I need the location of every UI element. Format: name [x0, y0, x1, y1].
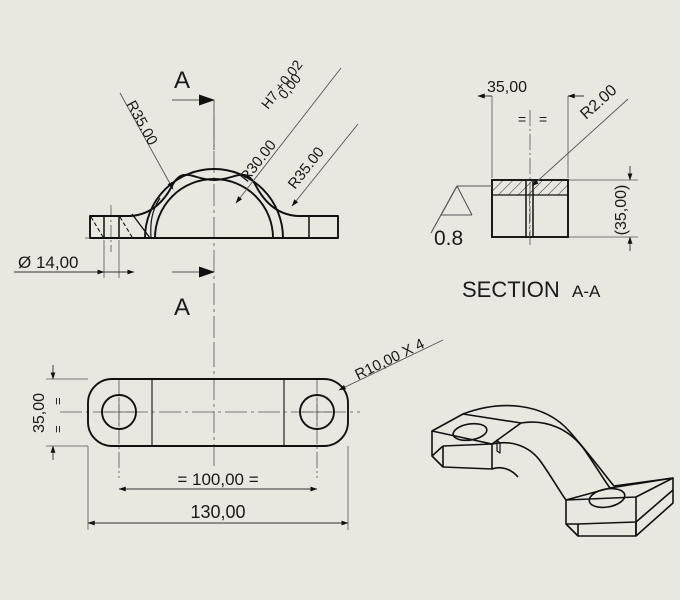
front-view-left-foot-hidden [90, 216, 133, 238]
dim-top-pitch: = 100,00 = [118, 470, 318, 492]
top-view-hole-right [299, 394, 335, 430]
dim-top-length-label: 130,00 [190, 502, 245, 522]
symmetry-mark-right: = [539, 111, 547, 127]
isometric-view [431, 404, 674, 537]
dim-hole-diameter-label: Ø 14,00 [18, 253, 79, 272]
dim-top-pitch-label: = 100,00 = [177, 470, 258, 489]
symmetry-mark-left: = [518, 111, 526, 127]
dim-top-width-label: 35,00 [31, 393, 48, 433]
dim-section-width-label: 35,00 [487, 79, 527, 96]
dim-top-length: 130,00 [87, 446, 349, 530]
surface-finish-label: 0.8 [434, 227, 463, 250]
front-view-outline [89, 173, 339, 239]
dim-section-height-label: (35,00) [613, 185, 630, 236]
section-body [491, 179, 569, 238]
top-view-internal-lines [151, 379, 285, 446]
dim-section-height: (35,00) [613, 166, 633, 251]
section-title-sub: A-A [572, 282, 601, 301]
top-symmetry-mark-1: = [50, 397, 65, 405]
top-view-hole-left [101, 394, 137, 430]
section-view: 35,00 = = (35,00) R2.00 [430, 79, 638, 302]
section-marker-top-label: A [174, 67, 190, 94]
surface-finish-symbol: 0.8 [430, 185, 492, 250]
section-marker-bottom-label: A [174, 294, 190, 321]
front-view-arch-arc [144, 168, 284, 239]
top-view-plate [87, 378, 349, 447]
dim-section-width: 35,00 = = [477, 79, 584, 127]
dim-hole-diameter: Ø 14,00 [14, 240, 135, 278]
dim-top-width: 35,00 = = [31, 365, 88, 460]
front-view-left-foot-edges [103, 216, 120, 238]
section-title: SECTION A-A [462, 277, 601, 302]
section-marker-top: A [172, 67, 215, 150]
front-view-blend-lines [131, 197, 161, 239]
front-view-bore-arc [154, 178, 274, 239]
top-symmetry-mark-2: = [50, 425, 65, 433]
section-title-main: SECTION [462, 277, 560, 302]
section-marker-bottom: A [172, 266, 215, 321]
